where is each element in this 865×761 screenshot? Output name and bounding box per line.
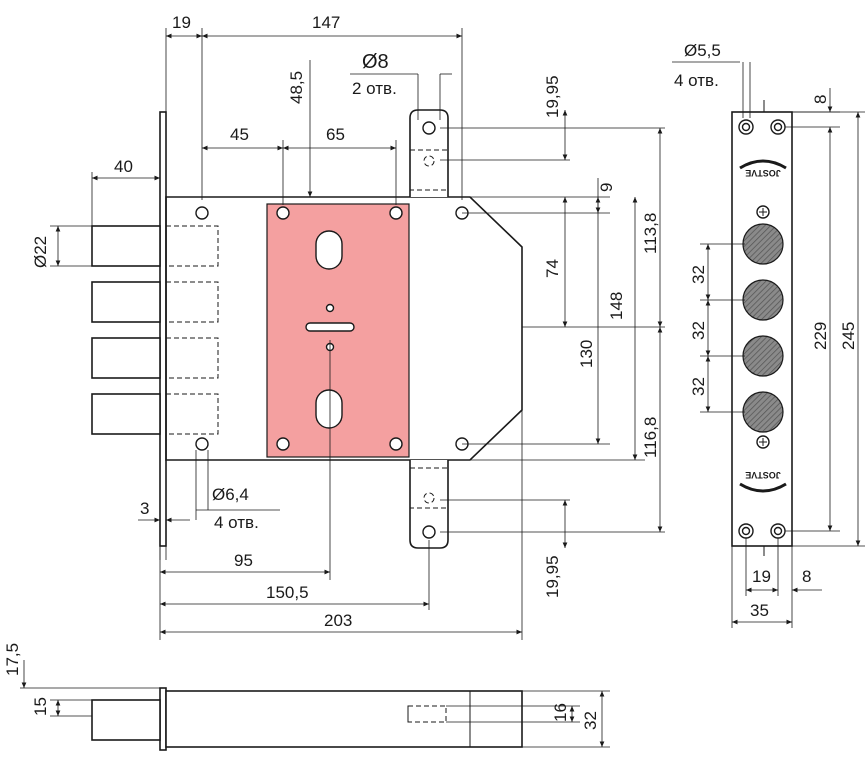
screw-hole [276, 437, 290, 451]
dim-148: 148 [607, 292, 626, 320]
bottom-bolt [91, 699, 161, 741]
dim-8-hole: Ø8 [362, 51, 389, 73]
dim-8-count: 2 отв. [352, 79, 397, 98]
faceplate [731, 111, 793, 547]
dim-8-top: 8 [811, 95, 830, 104]
dim-6-4-hole: Ø6,4 [212, 485, 249, 504]
front-dims [50, 28, 665, 640]
dim-9: 9 [597, 183, 616, 192]
dim-32: 32 [581, 711, 600, 730]
dim-40: 40 [114, 157, 133, 176]
bolt [91, 281, 161, 323]
front-strip [159, 111, 167, 547]
side-view: JOSTVE JOSTVE [672, 41, 865, 628]
latch-hole [422, 121, 436, 135]
logo-arc-bottom [739, 482, 787, 493]
dim-8-bottom: 8 [802, 567, 811, 586]
dim-245: 245 [839, 322, 858, 350]
dim-15: 15 [31, 697, 50, 716]
dim-5-5-count: 4 отв. [674, 71, 719, 90]
dim-19-95-bottom: 19,95 [543, 555, 562, 598]
bottom-view: 17,5 15 16 32 [3, 643, 610, 751]
dim-130: 130 [577, 340, 596, 368]
body-hole [195, 206, 209, 220]
dim-150-5: 150,5 [266, 583, 309, 602]
logo-bottom: JOSTVE [745, 470, 781, 480]
slot-bottom [315, 389, 343, 429]
body-hole [195, 437, 209, 451]
dim-48-5: 48,5 [287, 71, 306, 104]
keyhole-dot [325, 303, 335, 313]
dim-17-5: 17,5 [3, 643, 22, 676]
dim-203: 203 [324, 611, 352, 630]
bolt-end [742, 279, 784, 321]
side-dims [672, 61, 865, 628]
bolt-hidden [165, 225, 219, 267]
bottom-dims [20, 660, 610, 748]
latch-hidden [409, 149, 449, 191]
bolt-end [742, 335, 784, 377]
dim-22: Ø22 [31, 236, 50, 268]
bolts [91, 225, 219, 435]
latch-hidden-hole [423, 155, 435, 167]
dim-65: 65 [326, 125, 345, 144]
logo-arc-top [739, 159, 787, 170]
top-latch [409, 109, 449, 197]
dim-113-8: 113,8 [641, 213, 660, 254]
latch-hidden-hole [423, 492, 435, 504]
bolt [91, 393, 161, 435]
dim-74: 74 [543, 259, 562, 278]
screw-hole [276, 206, 290, 220]
screw-hole [389, 206, 403, 220]
bolt [91, 225, 161, 267]
dim-19-95-top: 19,95 [543, 75, 562, 118]
dim-116-8: 116,8 [641, 417, 660, 458]
dim-95: 95 [234, 551, 253, 570]
dim-19-top: 19 [172, 13, 191, 32]
dim-35: 35 [750, 601, 769, 620]
bolt [91, 337, 161, 379]
keyhole-slot [305, 322, 355, 332]
latch-hidden [409, 467, 449, 509]
dim-19: 19 [752, 567, 771, 586]
front-view: 19 147 48,5 45 65 Ø8 2 отв. 40 Ø22 19,95… [31, 13, 665, 640]
dim-6-4-count: 4 отв. [214, 513, 259, 532]
bottom-strip [159, 687, 167, 751]
dim-147: 147 [312, 13, 340, 32]
screw-hole [389, 437, 403, 451]
dim-32-a: 32 [689, 265, 708, 284]
dim-45: 45 [230, 125, 249, 144]
bolt-hidden [165, 337, 219, 379]
logo-top: JOSTVE [745, 168, 781, 178]
bolt-end [742, 391, 784, 433]
bottom-body [165, 690, 523, 748]
dim-229: 229 [811, 322, 830, 350]
bolt-end [742, 223, 784, 265]
dim-32-b: 32 [689, 321, 708, 340]
dim-3: 3 [140, 499, 149, 518]
bolt-hidden [165, 281, 219, 323]
dim-32-c: 32 [689, 377, 708, 396]
slot-top [315, 230, 343, 270]
dim-16: 16 [551, 703, 570, 722]
dim-5-5-hole: Ø5,5 [684, 41, 721, 60]
bolt-hidden [165, 393, 219, 435]
latch-hole [422, 525, 436, 539]
